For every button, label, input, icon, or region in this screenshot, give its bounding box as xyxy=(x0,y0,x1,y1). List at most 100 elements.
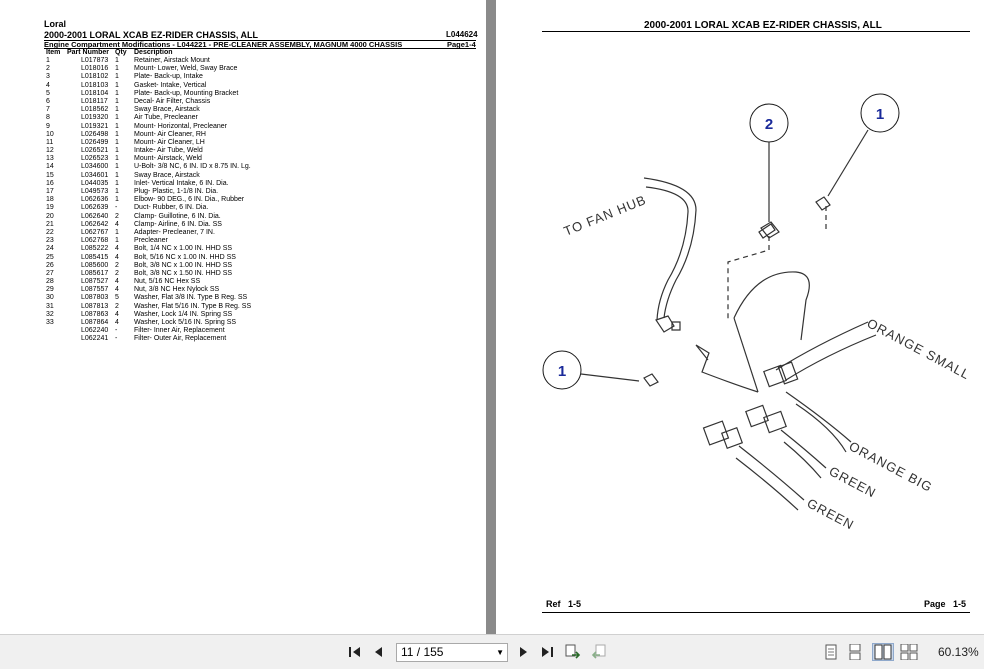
doc-code: L044624 xyxy=(446,30,478,39)
row-qty: 4 xyxy=(115,310,119,318)
row-item: 11 xyxy=(46,138,54,146)
row-item: 26 xyxy=(46,261,54,269)
row-description: Bolt, 3/8 NC x 1.00 IN. HHD SS xyxy=(134,261,233,269)
row-part-number: L018117 xyxy=(81,97,108,105)
previous-page-icon[interactable] xyxy=(370,643,388,661)
row-item: 32 xyxy=(46,310,54,318)
continuous-view-icon[interactable] xyxy=(846,643,864,661)
row-qty: 1 xyxy=(115,155,119,163)
row-qty: 1 xyxy=(115,114,119,122)
row-description: Washer, Flat 3/8 IN. Type B Reg. SS xyxy=(134,294,248,302)
row-part-number: L085415 xyxy=(81,253,109,261)
row-item: 30 xyxy=(46,294,54,302)
row-description: Intake- Air Tube, Weld xyxy=(134,147,203,155)
row-qty: 1 xyxy=(115,188,119,195)
row-description: Washer, Lock 1/4 IN. Spring SS xyxy=(134,310,233,318)
row-qty: 1 xyxy=(115,179,119,187)
row-item: 17 xyxy=(46,188,54,195)
row-part-number: L019321 xyxy=(81,122,109,130)
label-green-1: GREEN xyxy=(827,463,879,500)
row-qty: 1 xyxy=(115,89,119,97)
title-rule xyxy=(542,31,970,32)
row-part-number: L018103 xyxy=(81,81,109,89)
row-qty: - xyxy=(115,327,118,335)
first-page-icon[interactable] xyxy=(346,643,364,661)
footer-rule xyxy=(542,612,970,613)
row-qty: 2 xyxy=(115,261,119,269)
facing-continuous-view-icon[interactable] xyxy=(900,643,918,661)
row-qty: 1 xyxy=(115,73,119,81)
row-description: Sway Brace, Airstack xyxy=(134,171,200,179)
last-page-icon[interactable] xyxy=(538,643,556,661)
row-item: 6 xyxy=(46,97,50,105)
zoom-level[interactable]: 60.13% xyxy=(938,645,979,659)
facing-view-icon[interactable] xyxy=(872,643,894,661)
single-page-view-icon[interactable] xyxy=(822,643,840,661)
green-hose-1 xyxy=(745,404,827,479)
row-description: Mount- Air Cleaner, LH xyxy=(134,138,205,146)
orange-small-hose xyxy=(763,321,877,388)
row-part-number: L034600 xyxy=(81,163,109,171)
green-hose-2 xyxy=(702,420,805,511)
row-part-number: L026521 xyxy=(81,147,109,155)
row-description: U-Bolt- 3/8 NC, 6 IN. ID x 8.75 IN. Lg. xyxy=(134,163,251,171)
row-part-number: L026523 xyxy=(81,155,109,163)
row-description: Plug- Plastic, 1-1/8 IN. Dia. xyxy=(134,188,219,195)
row-description: Duct- Rubber, 6 IN. Dia. xyxy=(134,204,209,212)
row-item: 3 xyxy=(46,73,50,81)
next-page-icon[interactable] xyxy=(514,643,532,661)
table-row: L062241-Filter- Outer Air, Replacement xyxy=(44,335,474,343)
row-qty: 4 xyxy=(115,253,119,261)
row-qty: - xyxy=(115,204,118,212)
row-description: Inlet- Vertical Intake, 6 IN. Dia. xyxy=(134,179,229,187)
row-part-number: L087557 xyxy=(81,286,109,294)
page-gap xyxy=(486,0,496,634)
left-page: Loral 2000-2001 LORAL XCAB EZ-RIDER CHAS… xyxy=(0,0,486,634)
row-qty: 5 xyxy=(115,294,119,302)
subheader-rule xyxy=(44,48,476,49)
parts-diagram: 2 1 1 xyxy=(542,93,973,533)
row-description: Nut, 5/16 NC Hex SS xyxy=(134,278,201,286)
page-title: 2000-2001 LORAL XCAB EZ-RIDER CHASSIS, A… xyxy=(44,30,259,40)
row-qty: 4 xyxy=(115,245,119,253)
footer-page: Page 1-5 xyxy=(924,599,967,609)
row-item: 16 xyxy=(46,179,54,187)
page-indicator: 11 / 155 xyxy=(401,645,444,659)
row-part-number: L026498 xyxy=(81,130,109,138)
row-description: Plate- Back-up, Intake xyxy=(134,73,203,81)
callout-2: 2 xyxy=(749,103,789,222)
label-to-fan-hub: TO FAN HUB xyxy=(562,192,649,239)
forward-view-icon[interactable] xyxy=(590,643,608,661)
row-qty: - xyxy=(115,335,118,343)
col-header-desc: Description xyxy=(134,49,173,56)
back-view-icon[interactable] xyxy=(564,643,582,661)
table-row: L062240-Filter- Inner Air, Replacement xyxy=(44,327,474,335)
row-qty: 1 xyxy=(115,196,119,204)
page-subtitle: Engine Compartment Modifications - L0442… xyxy=(44,40,403,49)
row-qty: 4 xyxy=(115,278,119,286)
row-part-number: L062642 xyxy=(81,220,109,228)
row-item: 1 xyxy=(46,57,50,64)
footer-ref: Ref 1-5 xyxy=(546,599,582,609)
row-description: Gasket- Intake, Vertical xyxy=(134,81,207,89)
page-number-field[interactable]: 11 / 155 ▼ xyxy=(396,643,508,662)
row-item: 23 xyxy=(46,237,54,245)
row-qty: 1 xyxy=(115,163,119,171)
plug-part-1-bottom xyxy=(643,373,659,387)
row-part-number: L087527 xyxy=(81,278,109,286)
chevron-down-icon[interactable]: ▼ xyxy=(496,648,504,657)
